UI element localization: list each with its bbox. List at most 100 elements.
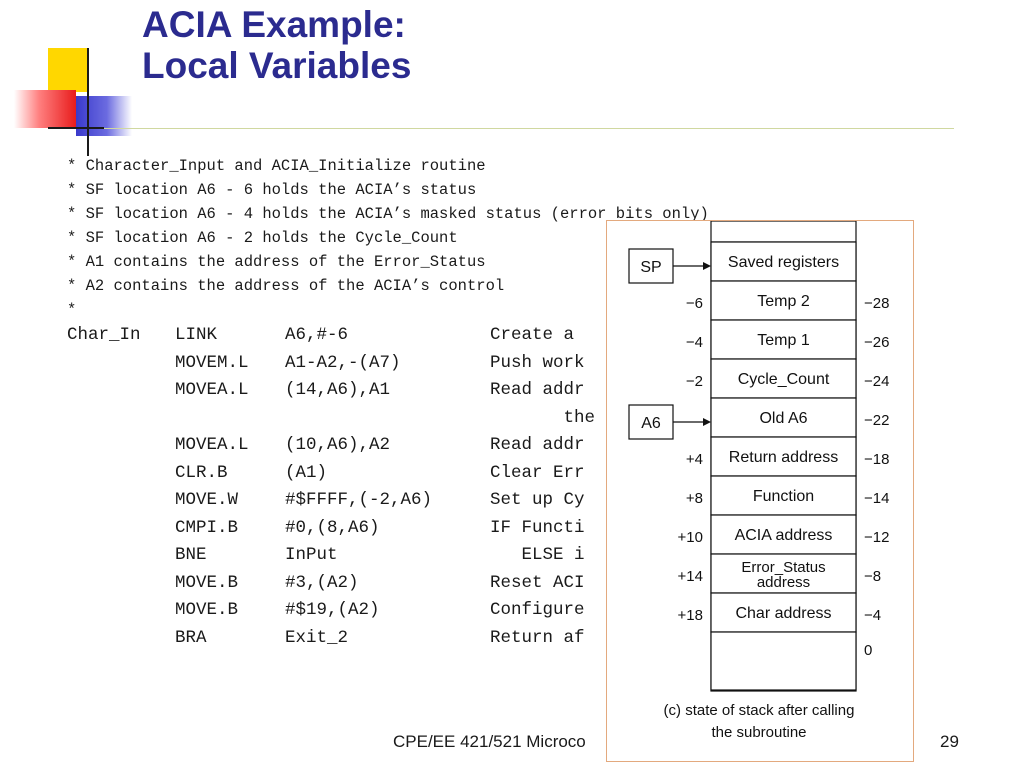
comment-line: * A2 contains the address of the ACIA’s …	[67, 277, 505, 295]
a6-arrow-head	[703, 418, 711, 426]
stack-offset-sp: −8	[864, 568, 881, 585]
figure-caption-line2: the subroutine	[711, 724, 806, 741]
assembly-listing: * Character_Input and ACIA_Initialize ro…	[67, 154, 837, 653]
code-opcode: MOVEA.L	[175, 435, 249, 455]
code-operand: #$19,(A2)	[285, 600, 380, 620]
stack-cell-label: Saved registers	[728, 254, 839, 271]
code-opcode: MOVE.B	[175, 600, 239, 620]
stack-cell-label: ACIA address	[735, 527, 833, 544]
code-opcode: MOVE.B	[175, 572, 239, 593]
code-description: Return af	[490, 627, 585, 648]
code-description: Reset ACI	[490, 572, 585, 593]
stack-offset-sp: 0	[864, 642, 872, 659]
stack-offset-sp: −12	[864, 529, 889, 546]
code-description: Set up Cy	[490, 490, 585, 510]
stack-offset-a6: +18	[678, 607, 703, 624]
code-operand: #0,(8,A6)	[285, 517, 380, 538]
stack-cell-label: Error_Status	[741, 559, 825, 576]
code-description: Clear Err	[490, 462, 585, 483]
stack-offset-a6: −2	[686, 373, 703, 390]
page-number: 29	[940, 732, 959, 751]
footer-course: CPE/EE 421/521 Microco	[393, 732, 586, 751]
code-operand: InPut	[285, 545, 338, 565]
comment-line: * A1 contains the address of the Error_S…	[67, 253, 486, 271]
stack-cell	[710, 397, 857, 438]
stack-offset-a6: +10	[678, 529, 703, 546]
decor-vertical-rule	[87, 48, 89, 156]
code-operand: Exit_2	[285, 627, 349, 648]
stack-offset-sp: −24	[864, 373, 889, 390]
stack-cell	[710, 280, 857, 321]
code-line: CLR.B(A1)Clear Err	[67, 460, 709, 488]
stack-cell-label: Temp 2	[757, 293, 810, 310]
stack-offset-a6: −4	[686, 334, 703, 351]
code-opcode: MOVEM.L	[175, 352, 249, 373]
code-line: the	[67, 405, 709, 433]
code-operand: (A1)	[285, 462, 328, 483]
slide-title-line2: Local Variables	[142, 45, 412, 86]
code-operand: #3,(A2)	[285, 572, 359, 593]
stack-cell	[710, 631, 857, 691]
stack-cell-label: Char address	[735, 605, 831, 622]
code-operand: (14,A6),A1	[285, 380, 391, 400]
code-operand: (10,A6),A2	[285, 435, 391, 455]
code-description: the	[490, 407, 596, 428]
code-opcode: LINK	[175, 325, 218, 345]
sp-pointer-label: SP	[640, 259, 661, 276]
code-line: MOVE.W#$FFFF,(-2,A6)Set up Cy	[67, 487, 709, 515]
code-description: Configure	[490, 600, 585, 620]
comment-line: * SF location A6 - 4 holds the ACIA’s ma…	[67, 205, 709, 223]
code-opcode: MOVEA.L	[175, 380, 249, 400]
code-label: Char_In	[67, 325, 141, 345]
code-operand: A6,#-6	[285, 325, 349, 345]
a6-pointer-label: A6	[641, 415, 661, 432]
stack-offset-sp: −18	[864, 451, 889, 468]
stack-offset-sp: −22	[864, 412, 889, 429]
stack-offset-sp: −14	[864, 490, 889, 507]
stack-offset-a6: +8	[686, 490, 703, 507]
code-line: MOVE.B #$19,(A2) Configure	[67, 597, 709, 625]
code-line: BNE InPut ELSE i	[67, 542, 709, 570]
code-line: MOVE.B #3,(A2) Reset ACI	[67, 570, 709, 598]
stack-offset-sp: −4	[864, 607, 881, 624]
stack-cell	[710, 319, 857, 360]
stack-offset-a6: +4	[686, 451, 703, 468]
code-opcode: BRA	[175, 627, 207, 648]
decor-blue-block	[76, 96, 132, 136]
comment-line: * SF location A6 - 2 holds the Cycle_Cou…	[67, 229, 458, 247]
decor-yellow-block	[48, 48, 88, 92]
stack-cell-label: Temp 1	[757, 332, 810, 349]
code-opcode: BNE	[175, 545, 207, 565]
stack-cell	[710, 358, 857, 399]
slide-title-line1: ACIA Example:	[142, 4, 406, 45]
decor-red-block	[14, 90, 76, 128]
slide-title: ACIA Example: Local Variables	[142, 4, 411, 86]
code-description: ELSE i	[490, 545, 585, 565]
stack-cell-label: Old A6	[759, 410, 807, 427]
comment-line: * SF location A6 - 6 holds the ACIA’s st…	[67, 181, 477, 199]
comment-line: * Character_Input and ACIA_Initialize ro…	[67, 157, 486, 175]
figure-caption-line1: (c) state of stack after calling	[664, 702, 855, 719]
stack-cell	[710, 475, 857, 516]
code-line: BRA Exit_2 Return af	[67, 625, 709, 653]
comment-line: *	[67, 301, 77, 319]
sp-arrow-head	[703, 262, 711, 270]
stack-cell-label: address	[757, 574, 810, 591]
code-operand: A1-A2,-(A7)	[285, 352, 401, 373]
a6-pointer-box	[628, 404, 674, 440]
decor-title-rule	[48, 128, 954, 129]
decor-dark-rule	[48, 127, 104, 129]
stack-cell-label: Cycle_Count	[738, 371, 830, 388]
stack-offset-a6: −6	[686, 295, 703, 312]
stack-cell	[710, 514, 857, 555]
stack-offset-sp: −26	[864, 334, 889, 351]
stack-cell	[710, 436, 857, 477]
stack-cell	[710, 592, 857, 633]
stack-cell	[710, 241, 857, 282]
stack-offset-sp: −28	[864, 295, 889, 312]
stack-offset-a6: +14	[678, 568, 703, 585]
